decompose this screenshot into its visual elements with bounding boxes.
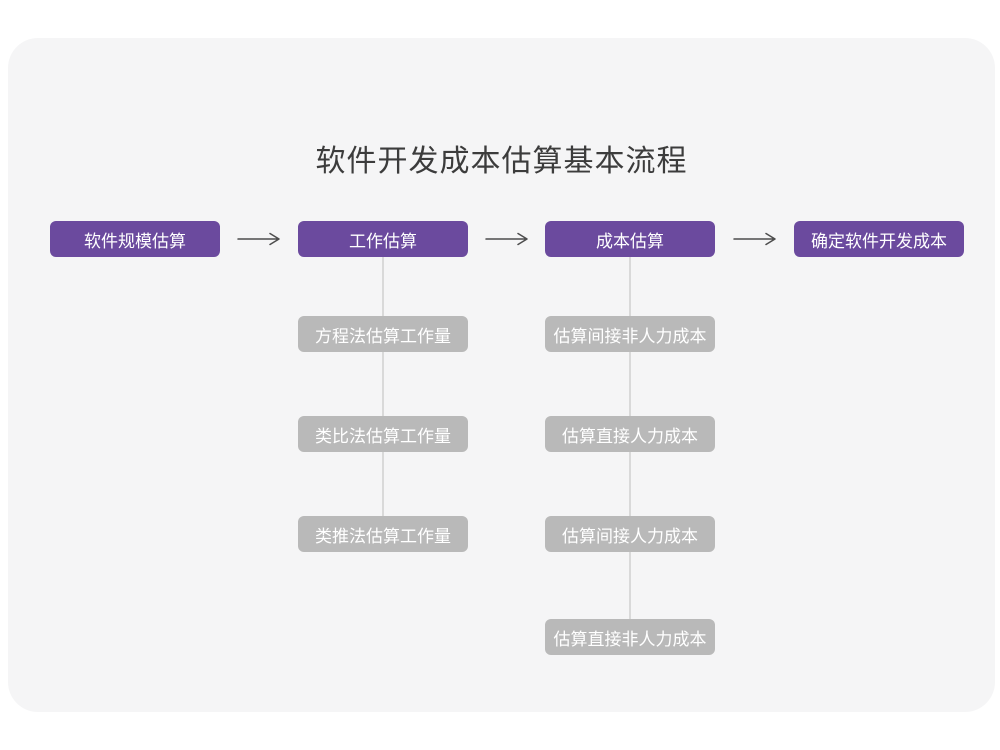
flow-node-label: 工作估算 [349, 231, 417, 251]
flow-node-determine-development-cost: 确定软件开发成本 [794, 221, 964, 257]
flow-node-label: 成本估算 [596, 231, 664, 251]
flow-node-software-scale-estimation: 软件规模估算 [50, 221, 220, 257]
flow-node-cost-estimation: 成本估算 [545, 221, 715, 257]
diagram-title: 软件开发成本估算基本流程 [315, 145, 688, 178]
connector-line-work-column [382, 257, 384, 535]
subnode-direct-labor-cost: 估算直接人力成本 [545, 416, 715, 452]
flow-node-label: 确定软件开发成本 [811, 231, 947, 251]
subnode-label: 估算间接非人力成本 [553, 326, 707, 346]
subnode-label: 类推法估算工作量 [315, 526, 451, 546]
subnode-equation-method: 方程法估算工作量 [298, 316, 468, 352]
arrow-right-icon [733, 232, 776, 246]
subnode-label: 方程法估算工作量 [315, 326, 451, 346]
flow-node-work-estimation: 工作估算 [298, 221, 468, 257]
diagram-canvas: 软件开发成本估算基本流程 软件规模估算 工作估算 成本估算 确定软件开发成本 方… [8, 38, 995, 712]
subnode-direct-nonlabor-cost: 估算直接非人力成本 [545, 619, 715, 655]
subnode-indirect-nonlabor-cost: 估算间接非人力成本 [545, 316, 715, 352]
subnode-label: 估算直接人力成本 [562, 426, 698, 446]
subnode-label: 估算直接非人力成本 [553, 629, 707, 649]
flow-node-label: 软件规模估算 [84, 231, 186, 251]
subnode-analogy-method: 类推法估算工作量 [298, 516, 468, 552]
arrow-right-icon [485, 232, 528, 246]
subnode-label: 类比法估算工作量 [315, 426, 451, 446]
subnode-indirect-labor-cost: 估算间接人力成本 [545, 516, 715, 552]
arrow-right-icon [237, 232, 280, 246]
subnode-label: 估算间接人力成本 [562, 526, 698, 546]
subnode-comparison-method: 类比法估算工作量 [298, 416, 468, 452]
